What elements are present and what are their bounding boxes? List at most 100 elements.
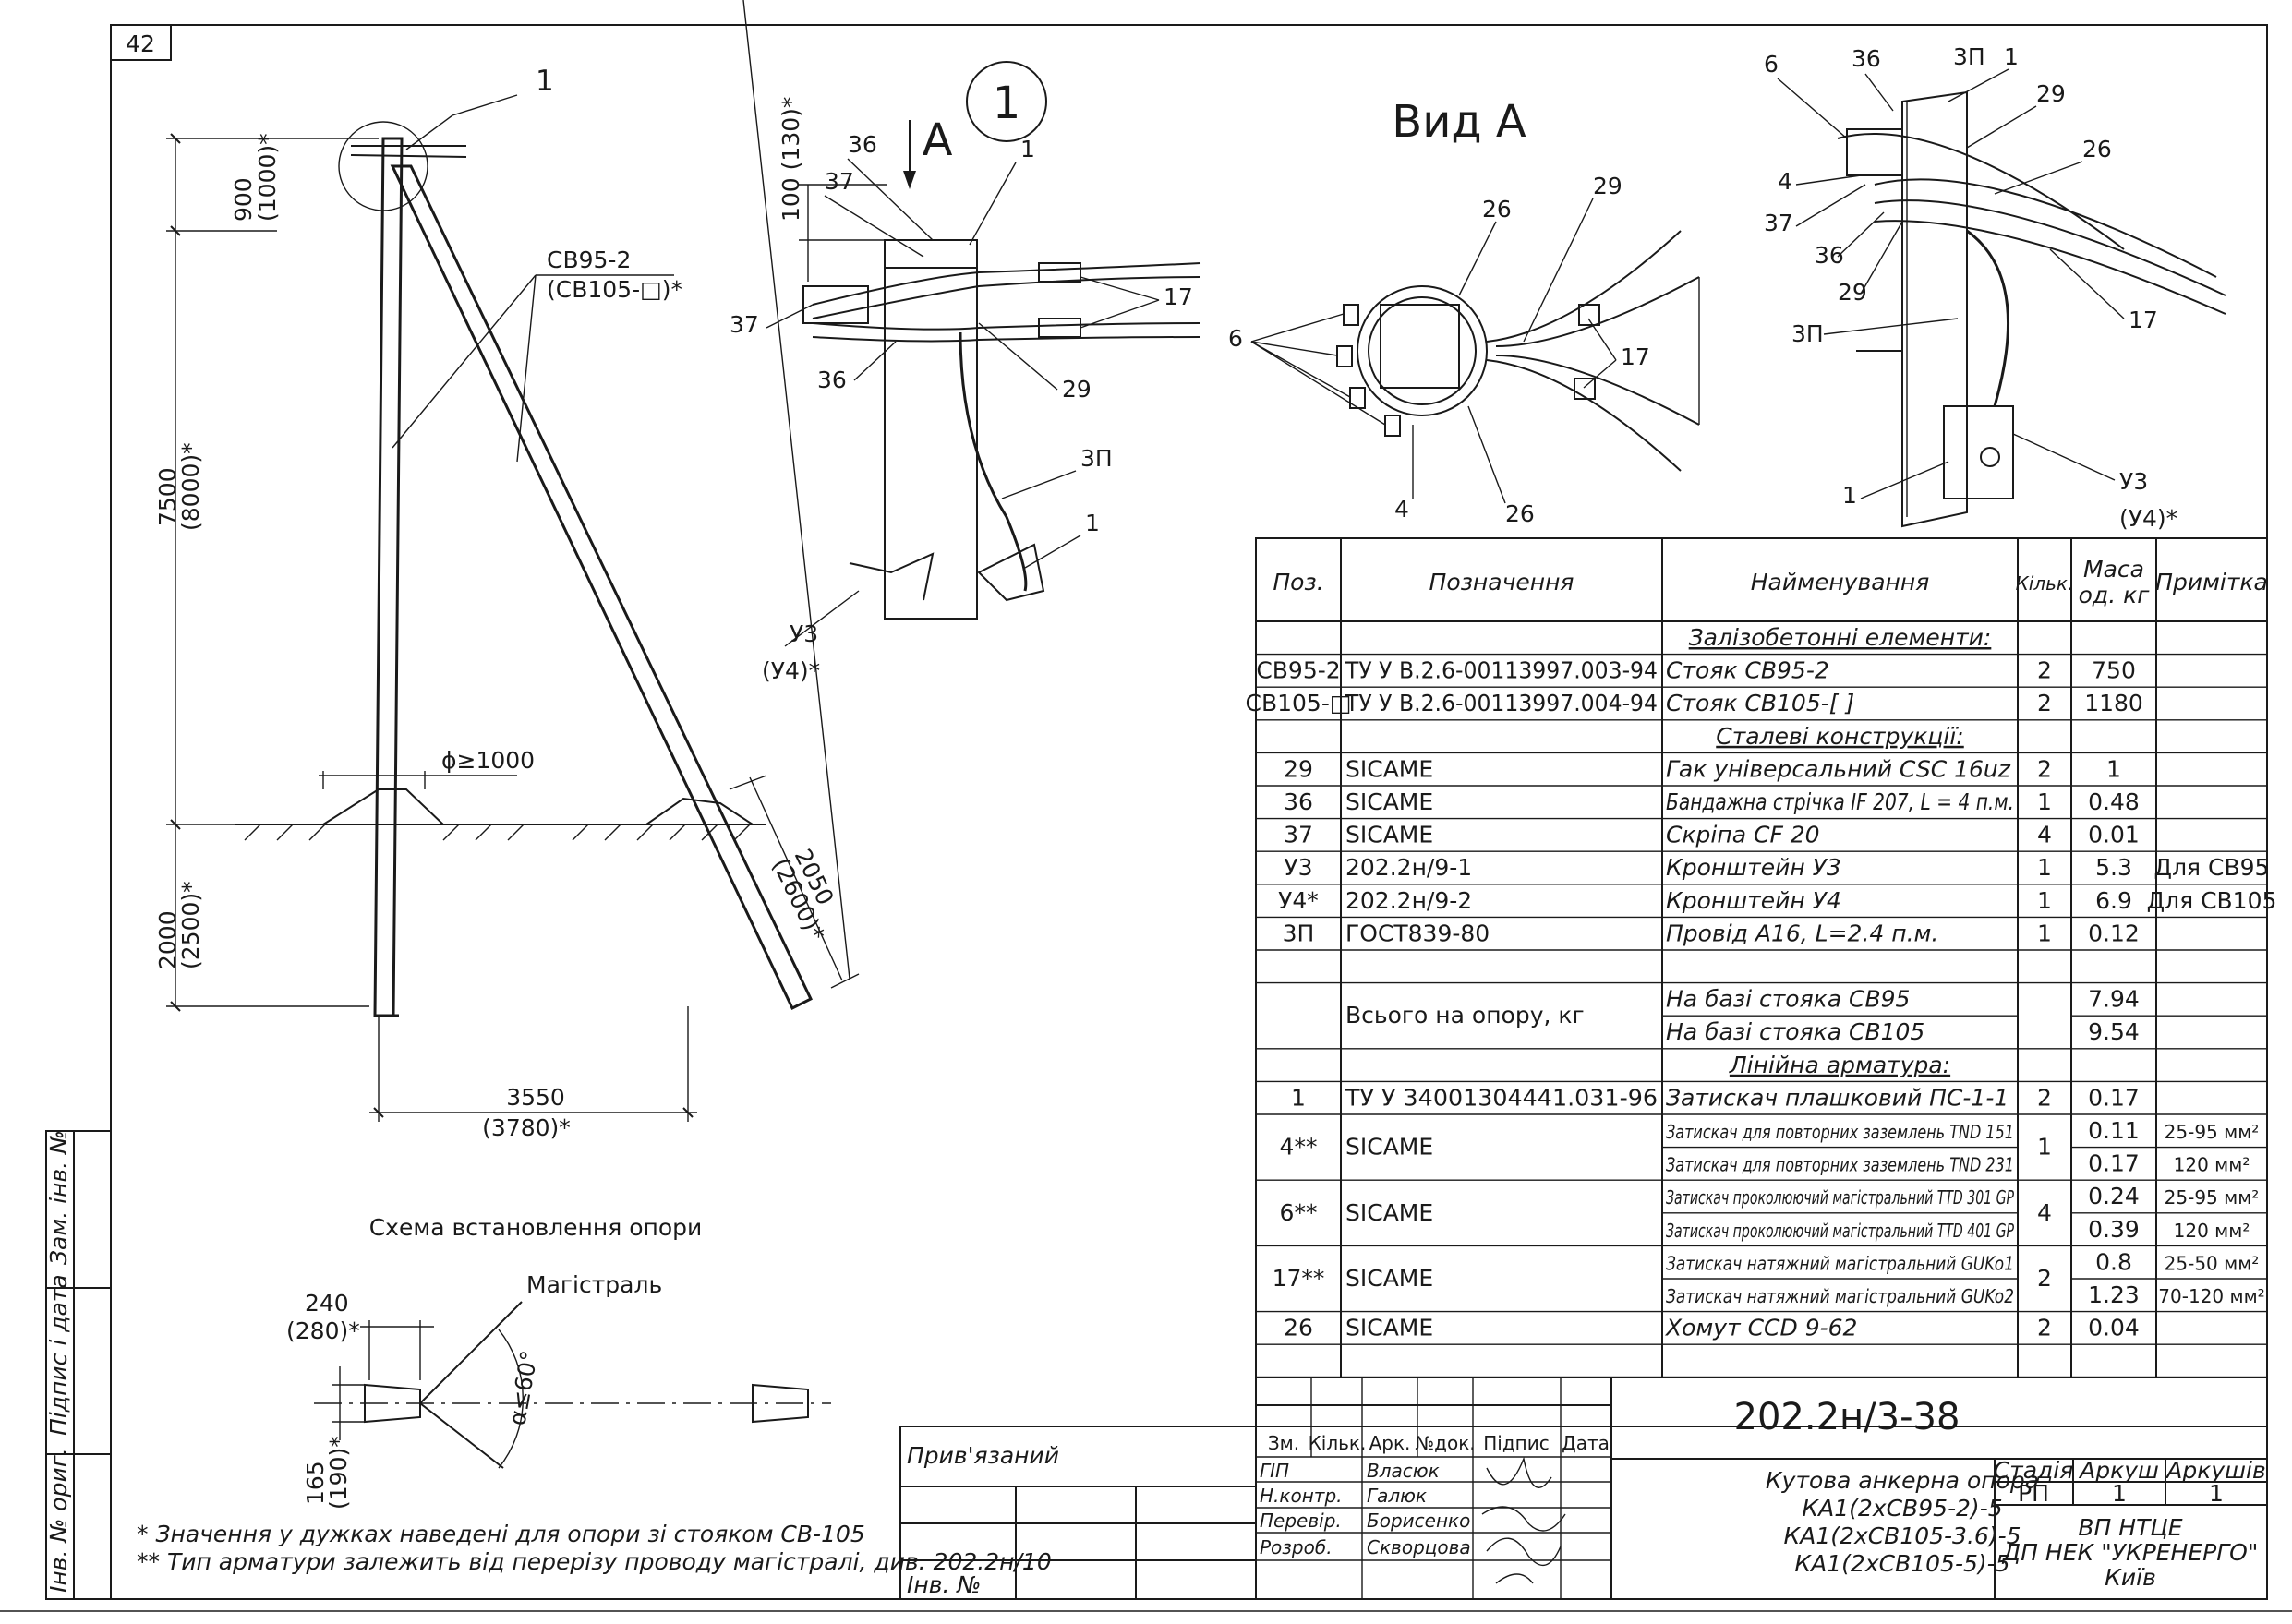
- title-line-1: Кутова анкерна опора: [1766, 1467, 2039, 1494]
- inv-label: Інв. №: [907, 1571, 981, 1598]
- cell-name: Гак універсальний CSC 16uz: [1666, 755, 2011, 782]
- cell-pos: 6**: [1280, 1199, 1318, 1226]
- doc-code: 202.2н/3-38: [1734, 1396, 1960, 1438]
- view-a-label-4: 4: [1394, 496, 1409, 523]
- cell-note: 25-95 мм²: [2165, 1121, 2260, 1143]
- cell-mass: 6.9: [2095, 887, 2132, 914]
- role-title: Н.контр.: [1260, 1485, 1343, 1507]
- side-stamp: Зам. інв. № Підпис і дата Інв. № ориг.: [45, 1130, 112, 1600]
- cell-note: Для СВ95: [2154, 854, 2270, 881]
- view-a-label-26: 26: [1482, 196, 1512, 223]
- sheets-label: Аркушів: [2165, 1457, 2265, 1484]
- cell-note: 70-120 мм²: [2158, 1285, 2264, 1307]
- cell-code: SICAME: [1345, 1134, 1433, 1161]
- cell-note: 25-50 мм²: [2165, 1252, 2260, 1274]
- role-name: Власюк: [1367, 1460, 1440, 1482]
- pole-label-alt: (СВ105-□)*: [547, 276, 682, 303]
- header-cell: Примітка: [2155, 569, 2268, 595]
- diameter-label: ϕ≥1000: [441, 747, 535, 774]
- cell-mass: 5.3: [2095, 854, 2132, 881]
- cell-mass: 0.01: [2088, 822, 2140, 848]
- side-stamp-orig-inv: Інв. № ориг.: [45, 1448, 72, 1593]
- iso-label-6: 6: [1764, 51, 1779, 78]
- cell-note: 120 мм²: [2174, 1220, 2250, 1242]
- cell-pos: 36: [1284, 788, 1313, 815]
- cell-code: SICAME: [1345, 1315, 1433, 1341]
- cell-qty: 4: [2037, 822, 2052, 848]
- cell-name: На базі стояка СВ105: [1666, 1018, 1924, 1045]
- iso-label-36: 36: [1852, 45, 1881, 72]
- section-title: Залізобетонні елементи:: [1689, 624, 1992, 651]
- cell-mass: 0.39: [2088, 1216, 2140, 1243]
- stage-value: РП: [2018, 1480, 2049, 1507]
- view-a-label-17: 17: [1621, 343, 1650, 370]
- cell-name: Затискач для повторних заземлень TND 231: [1666, 1154, 2014, 1176]
- cell-pos: 1: [1291, 1084, 1306, 1111]
- pole-elevation: 1 900 (1000)* 7500 (8000)* 2000 (2500)* …: [154, 0, 860, 1141]
- role-title: ГІП: [1260, 1460, 1289, 1482]
- iso-label-3p: 3П: [1953, 43, 1985, 70]
- side-stamp-sign-date: Підпис і дата: [45, 1274, 72, 1436]
- installation-scheme: Схема встановлення опори Магістраль α≤60…: [286, 1214, 831, 1510]
- header-cell: Поз.: [1273, 569, 1323, 595]
- scheme-dim-w: 240: [305, 1290, 349, 1317]
- cell-code: SICAME: [1345, 788, 1433, 815]
- col-kilk: Кільк.: [1309, 1432, 1367, 1454]
- title-block: Прив'язаний Інв. № Зм. Кільк. Арк. №док.…: [899, 1377, 2268, 1600]
- iso-label-1b: 1: [1842, 482, 1857, 509]
- detail-callout-circle: [338, 121, 428, 211]
- org-line-3: Київ: [2105, 1564, 2156, 1591]
- iso-label-29b: 29: [1838, 279, 1867, 306]
- header-cell: Кільк.: [2016, 572, 2074, 595]
- cell-name: На базі стояка СВ95: [1666, 986, 1910, 1013]
- cell-name: Затискач натяжний магістральний GUKo2: [1666, 1285, 2014, 1307]
- cell-note: Для СВ105: [2147, 887, 2277, 914]
- cell-mass: 0.17: [2088, 1084, 2140, 1111]
- view-arrow-label: A: [923, 114, 953, 166]
- cell-name: Бандажна стрічка IF 207, L = 4 п.м.: [1666, 788, 2014, 815]
- cell-name: Затискач проколюючий магістральний TTD 4…: [1666, 1220, 2015, 1242]
- dim-base: 3550: [506, 1084, 565, 1111]
- cell-name: Стояк СВ95-2: [1666, 657, 1829, 684]
- detail-label-17: 17: [1164, 283, 1193, 310]
- detail-number-circle: [966, 61, 1047, 142]
- cell-mass: 0.48: [2088, 788, 2140, 815]
- cell-name: Скріпа CF 20: [1666, 822, 1820, 848]
- sheets-value: 1: [2209, 1480, 2224, 1507]
- cell-pos: 29: [1284, 755, 1313, 782]
- iso-label-u3: У3: [2119, 468, 2148, 495]
- detail-dim-top: 100 (130)*: [778, 97, 804, 222]
- cell-note: 25-95 мм²: [2165, 1186, 2260, 1209]
- org-line-1: ВП НТЦЕ: [2078, 1514, 2182, 1541]
- cell-qty: 1: [2037, 854, 2052, 881]
- section-title: Лінійна арматура:: [1729, 1052, 1950, 1078]
- cell-qty: 1: [2037, 887, 2052, 914]
- dim-height: 7500: [154, 467, 181, 526]
- role-name: Галюк: [1367, 1485, 1427, 1507]
- detail-label-36b: 36: [817, 367, 847, 393]
- title-line-2: КА1(2хСВ95-2)-5: [1802, 1495, 2002, 1522]
- iso-label-3p-b: 3П: [1791, 320, 1824, 347]
- role-name: Борисенко: [1367, 1510, 1470, 1532]
- cell-name: Затискач проколюючий магістральний TTD 3…: [1666, 1186, 2015, 1209]
- cell-name: Кронштейн У3: [1666, 854, 1841, 881]
- detail-label-29: 29: [1062, 376, 1092, 403]
- cell-mass: 0.24: [2088, 1183, 2140, 1209]
- note-2: ** Тип арматури залежить від перерізу пр…: [137, 1548, 1052, 1575]
- cell-pos: У4*: [1278, 887, 1319, 914]
- col-zm: Зм.: [1268, 1432, 1299, 1454]
- iso-label-1: 1: [2004, 43, 2019, 70]
- cell-name: Хомут CCD 9-62: [1664, 1315, 1857, 1341]
- scheme-title: Схема встановлення опори: [369, 1214, 703, 1241]
- signature-scribbles: [1481, 1456, 1566, 1584]
- cell-pos: 37: [1284, 822, 1313, 848]
- section-title: Сталеві конструкції:: [1716, 723, 1963, 750]
- dim-top-alt: (1000)*: [254, 133, 281, 222]
- detail-label-36: 36: [848, 131, 877, 158]
- sheet-label: Аркуш: [2078, 1457, 2159, 1484]
- iso-label-4: 4: [1778, 168, 1792, 195]
- cell-mass: 0.17: [2088, 1150, 2140, 1177]
- cell-mass: 0.8: [2095, 1248, 2132, 1275]
- detail-label-3p: 3П: [1080, 445, 1113, 472]
- cell-pos: 17**: [1273, 1265, 1325, 1292]
